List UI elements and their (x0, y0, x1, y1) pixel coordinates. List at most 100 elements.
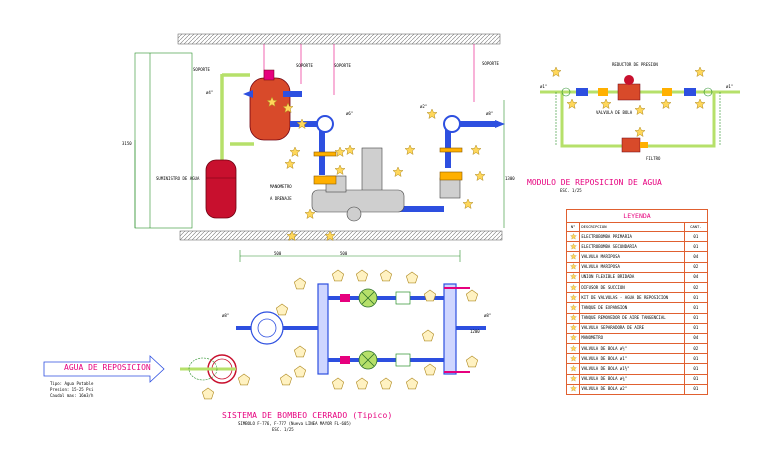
legend-quantity: 01 (683, 363, 709, 375)
pipe-label-3: ø8" (486, 111, 494, 116)
legend-star-icon (565, 251, 581, 263)
modulo-scale: ESC. 1/25 (560, 188, 582, 193)
dim-label-4: 500 (340, 251, 348, 256)
expansion-tank (205, 159, 237, 219)
legend-star-icon (565, 261, 581, 273)
legend-description: ELECTROBOMBA PRIMARIA (579, 230, 685, 243)
modulo-in: ø1" (540, 84, 548, 89)
legend-description: MANOMETRO (579, 332, 685, 345)
legend-star-icon (565, 363, 581, 375)
modulo-title: MODULO DE REPOSICION DE AGUA (527, 178, 662, 187)
legend-description: DIFUSOR DE SUCCION (579, 281, 685, 294)
pumps-elevation (311, 147, 461, 222)
label-soporte-4: SOPORTE (482, 61, 499, 66)
modulo-reposicion (540, 66, 740, 153)
plan-pumps (340, 288, 411, 370)
legend-row: VALVULA DE BOLA ø2"01 (565, 383, 709, 396)
elbow-left (316, 115, 334, 133)
legend-star-icon (565, 353, 581, 365)
legend-quantity: 01 (683, 241, 709, 253)
legend-description: VALVULA DE BOLA ø¾" (579, 373, 685, 385)
legend-row: VALVULA DE BOLA ø½"02 (565, 343, 709, 355)
legend-row: VALVULA DE BOLA ø1½"01 (565, 363, 709, 375)
label-soporte-2: SOPORTE (296, 63, 313, 68)
legend-description: ELECTROBOMBA SECUNDARIA (579, 241, 685, 253)
legend-quantity: 02 (683, 343, 709, 355)
legend-quantity: 01 (683, 373, 709, 385)
legend-description: TANQUE DE EXPANSION (579, 302, 685, 314)
dim-label-3: 500 (274, 251, 282, 256)
modulo-valvula: VALVULA DE BOLA (596, 110, 633, 115)
label-soporte: SOPORTE (193, 67, 210, 72)
legend-description: VALVULA DE BOLA ø2" (579, 383, 685, 396)
legend-row: VALVULA DE BOLA ø¾"01 (565, 373, 709, 385)
legend-description: VALVULA SEPARADORA DE AIRE (579, 322, 685, 334)
main-scale: ESC. 1/25 (272, 427, 294, 432)
dim-label-5: 1200 (470, 329, 480, 334)
legend-quantity: 01 (683, 230, 709, 243)
dimension-frame (134, 52, 505, 229)
plan-air-separator (250, 311, 284, 345)
legend-quantity: 01 (683, 383, 709, 396)
legend-star-icon (565, 383, 581, 396)
air-separator (249, 69, 291, 141)
flow-arrow-out (495, 120, 505, 128)
main-subtitle: SIMBOLO F-776, F-777 (Nueva LINEA MAYOR … (238, 421, 352, 426)
legend-star-icon (565, 332, 581, 345)
floor-slab (179, 230, 503, 241)
legend-table: LEYENDA N° DESCRIPCION CANT. ELECTROBOMB… (565, 209, 709, 415)
legend-description: VALVULA MARIPOSA (579, 251, 685, 263)
legend-description: TANQUE REMOVEDOR DE AIRE TANGENCIAL (579, 312, 685, 324)
legend-star-icon (565, 281, 581, 294)
flow-arrow-top (243, 90, 253, 98)
legend-star-icon (565, 312, 581, 324)
legend-description: VALVULA MARIPOSA (579, 261, 685, 273)
pipe-label-1: ø4" (206, 90, 214, 95)
legend-description: VALVULA DE BOLA ø½" (579, 343, 685, 355)
elbow-right (443, 115, 461, 133)
legend-quantity: 01 (683, 353, 709, 365)
pipe-label-6: ø8" (484, 313, 492, 318)
legend-star-icon (565, 373, 581, 385)
modulo-out: ø1" (726, 84, 734, 89)
legend-quantity: 04 (683, 332, 709, 345)
legend-title: LEYENDA (566, 209, 708, 223)
main-title: SISTEMA DE BOMBEO CERRADO (Tipico) (222, 411, 393, 420)
legend-quantity: 02 (683, 281, 709, 294)
label-manometro: MANOMETRO (270, 184, 292, 189)
agua-reposicion-arrow (43, 355, 165, 383)
agua-info-line: Caudal max: 16m3/h (50, 393, 94, 398)
label-suministro: SUMINISTRO DE AGUA (156, 176, 200, 181)
plan-markers (202, 269, 479, 400)
dim-label-1: 3150 (122, 141, 132, 146)
legend-star-icon (565, 271, 581, 283)
pipe-label-2: ø6" (346, 111, 354, 116)
modulo-filtro: FILTRO (646, 156, 661, 161)
agua-reposicion-info: Tipo: Agua Potable Presion: 15-25 Psi Ca… (50, 381, 93, 399)
agua-info-line: Presion: 15-25 Psi (50, 387, 94, 392)
pipe-label-4: ø2" (420, 104, 428, 109)
agua-reposicion-label: AGUA DE REPOSICION (64, 363, 151, 372)
legend-description: KIT DE VALVULAS - AGUA DE REPOSICION (579, 292, 685, 304)
legend-quantity: 01 (683, 312, 709, 324)
modulo-reductor: REDUCTOR DE PRESION (612, 62, 658, 67)
legend-description: VALVULA DE BOLA ø1" (579, 353, 685, 365)
legend-star-icon (565, 292, 581, 304)
label-drenaje: A DRENAJE (270, 196, 292, 201)
legend-star-icon (565, 343, 581, 355)
ceiling-slab (177, 33, 501, 45)
plan-expansion-tank (180, 354, 237, 384)
legend-row: VALVULA DE BOLA ø1"01 (565, 353, 709, 365)
legend-star-icon (565, 241, 581, 253)
legend-header-n: N° (565, 222, 581, 232)
agua-info-line: Tipo: Agua Potable (50, 381, 94, 386)
plan-dimension-lines (239, 250, 461, 262)
